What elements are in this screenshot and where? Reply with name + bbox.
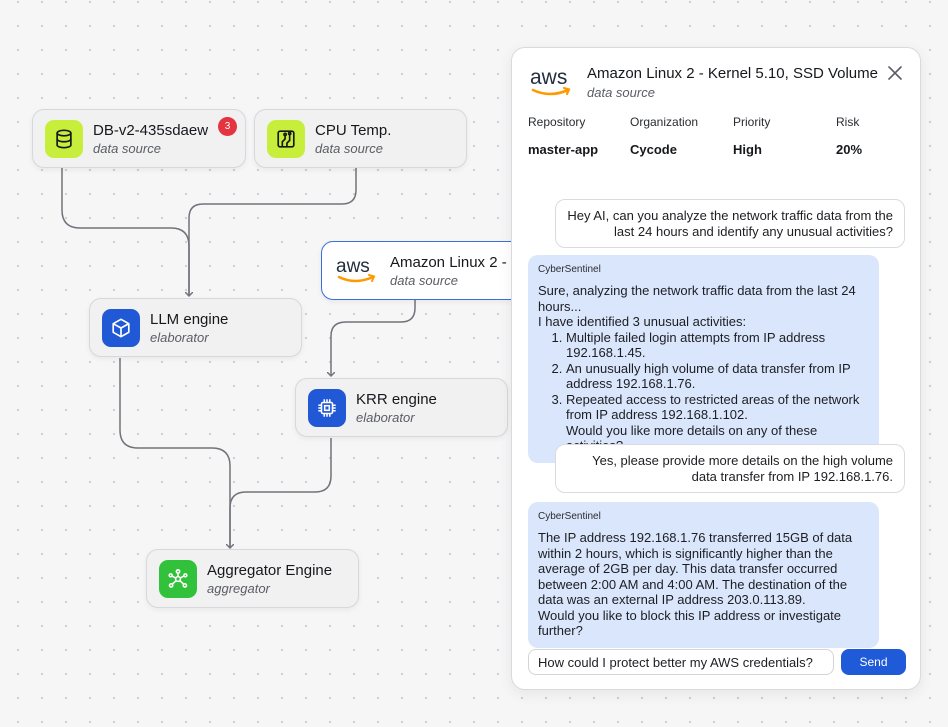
- aws-logo-icon: aws: [334, 252, 380, 290]
- node-subtitle: data source: [315, 140, 383, 156]
- chat-message-user: Hey AI, can you analyze the network traf…: [555, 199, 905, 248]
- meta-value: master-app: [528, 142, 599, 157]
- cube-icon: [102, 308, 140, 347]
- panel-header: aws Amazon Linux 2 - Kernel 5.10, SSD Vo…: [528, 64, 878, 102]
- message-text: Hey AI, can you analyze the network traf…: [567, 208, 893, 239]
- meta-label: Repository: [528, 115, 586, 129]
- chat-message-bot: CyberSentinel The IP address 192.168.1.7…: [528, 502, 879, 648]
- chat-input[interactable]: [528, 649, 834, 675]
- node-aggregator-engine[interactable]: Aggregator Engine aggregator: [146, 549, 359, 608]
- node-title: KRR engine: [356, 390, 437, 408]
- notification-badge: 3: [218, 117, 237, 136]
- message-text: Yes, please provide more details on the …: [592, 453, 893, 484]
- activity-list: Multiple failed login attempts from IP a…: [538, 330, 869, 423]
- node-subtitle: elaborator: [150, 329, 209, 345]
- message-author: CyberSentinel: [538, 264, 601, 275]
- meta-risk: Risk 20%: [836, 114, 908, 158]
- meta-priority: Priority High: [733, 114, 836, 158]
- meta-label: Organization: [630, 115, 699, 129]
- list-item: Repeated access to restricted areas of t…: [566, 392, 869, 423]
- meta-repository: Repository master-app: [528, 114, 630, 158]
- node-llm-engine[interactable]: LLM engine elaborator: [89, 298, 302, 357]
- meta-label: Priority: [733, 115, 771, 129]
- meta-organization: Organization Cycode: [630, 114, 733, 158]
- chat-message-user: Yes, please provide more details on the …: [555, 444, 905, 493]
- message-author: CyberSentinel: [538, 511, 601, 522]
- message-text: The IP address 192.168.1.76 transferred …: [538, 530, 853, 607]
- circuit-board-icon: [267, 119, 305, 158]
- node-cpu-source[interactable]: CPU Temp. data source: [254, 109, 467, 168]
- meta-value: High: [733, 142, 762, 157]
- message-text: Would you like to block this IP address …: [538, 607, 842, 639]
- meta-label: Risk: [836, 115, 860, 129]
- network-nodes-icon: [159, 559, 197, 598]
- node-title: LLM engine: [150, 310, 229, 328]
- meta-value: 20%: [836, 142, 863, 157]
- node-title: CPU Temp.: [315, 121, 392, 139]
- metadata-grid: Repository master-app Organization Cycod…: [528, 114, 908, 158]
- panel-title: Amazon Linux 2 - Kernel 5.10, SSD Volume: [587, 65, 878, 82]
- wire-db-to-llm: [61, 168, 189, 296]
- node-db-source[interactable]: DB-v2-435sdaew data source 3: [32, 109, 246, 168]
- cpu-chip-icon: [308, 388, 346, 427]
- panel-subtitle: data source: [587, 85, 655, 100]
- svg-text:aws: aws: [336, 256, 370, 277]
- node-subtitle: data source: [93, 140, 161, 156]
- wire-llm-to-aggregator: [119, 358, 230, 548]
- close-icon[interactable]: [886, 64, 904, 82]
- svg-text:aws: aws: [530, 66, 567, 89]
- node-krr-engine[interactable]: KRR engine elaborator: [295, 378, 508, 437]
- wire-aws-to-krr: [331, 300, 416, 376]
- message-text: Sure, analyzing the network traffic data…: [538, 283, 856, 314]
- meta-value: Cycode: [630, 142, 677, 157]
- detail-panel: aws Amazon Linux 2 - Kernel 5.10, SSD Vo…: [511, 47, 921, 690]
- node-title: DB-v2-435sdaew: [93, 121, 209, 139]
- database-icon: [45, 119, 83, 158]
- node-subtitle: elaborator: [356, 409, 415, 425]
- send-button[interactable]: Send: [841, 649, 906, 675]
- list-item: Multiple failed login attempts from IP a…: [566, 330, 869, 361]
- node-subtitle: aggregator: [207, 580, 270, 596]
- message-text: I have identified 3 unusual activities:: [538, 314, 747, 329]
- chat-message-bot: CyberSentinel Sure, analyzing the networ…: [528, 255, 879, 463]
- aws-logo-icon: aws: [530, 66, 571, 96]
- node-subtitle: data source: [390, 272, 458, 288]
- list-item: An unusually high volume of data transfe…: [566, 361, 869, 392]
- wire-krr-to-aggregator: [229, 438, 332, 548]
- node-title: Aggregator Engine: [207, 561, 333, 579]
